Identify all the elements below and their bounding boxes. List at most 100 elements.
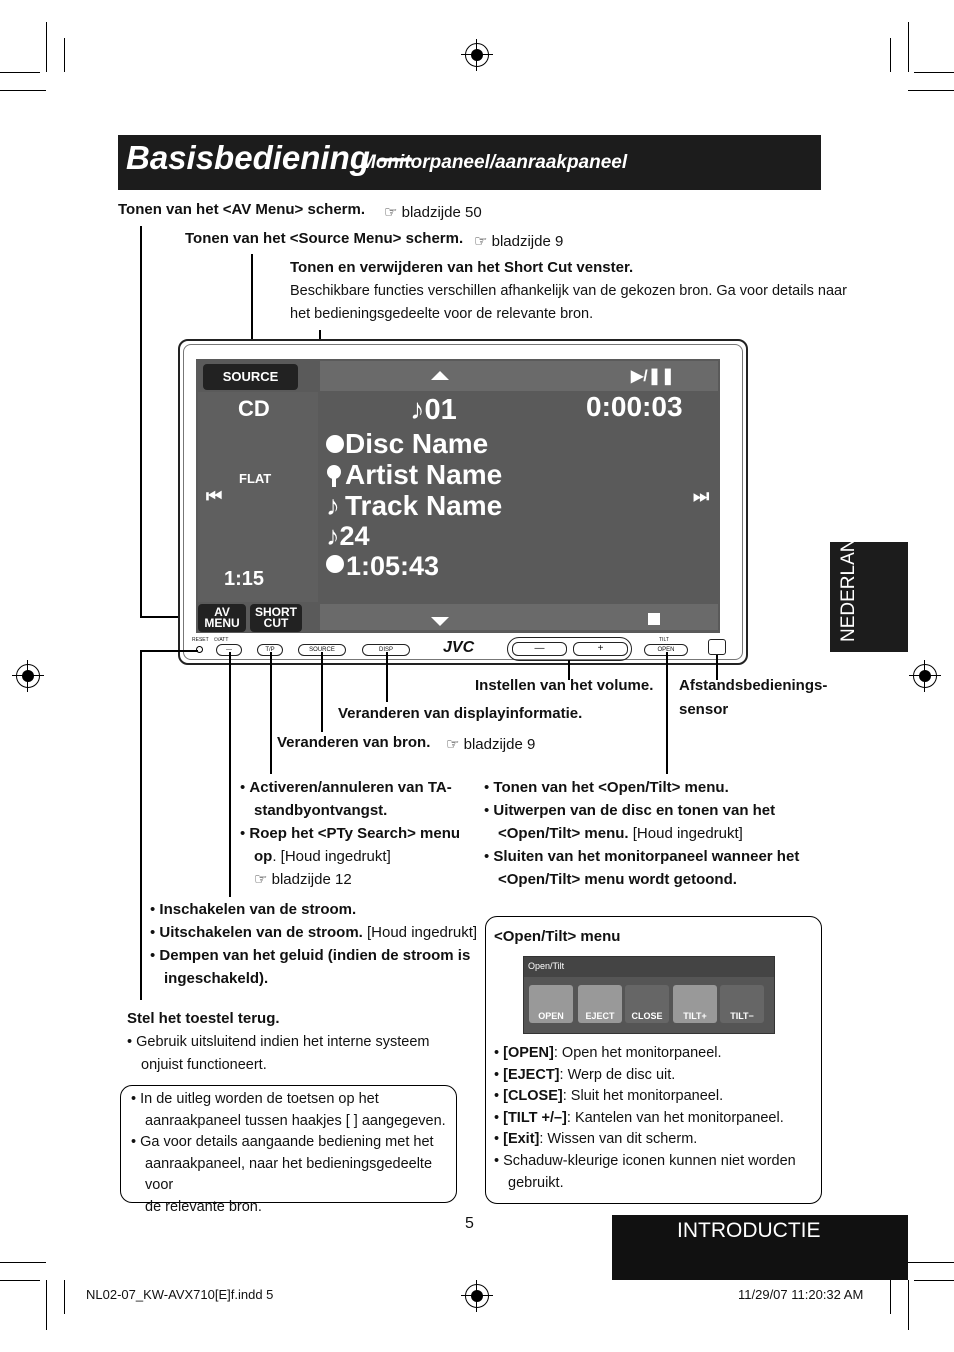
short-cut-label: SHORT	[255, 605, 297, 619]
open-tilt-menu-title: Open/Tilt	[524, 957, 774, 977]
leader-line	[140, 650, 142, 1000]
icon-label: OPEN	[538, 1011, 564, 1021]
crop-mark	[0, 1280, 40, 1281]
reset-button[interactable]	[196, 646, 203, 653]
av-menu-label: MENU	[204, 616, 240, 630]
open-tilt-legend: • [OPEN]: Open het monitorpaneel. • [EJE…	[494, 1043, 814, 1194]
short-cut-button[interactable]: SHORT CUT	[250, 604, 302, 632]
legend-key: [EJECT]	[503, 1066, 560, 1083]
power-item: ingeschakeld).	[164, 970, 269, 987]
callout-remote-sensor: Afstandsbedienings-	[679, 677, 828, 694]
registration-mark-icon	[461, 1280, 493, 1312]
legend-value: : Kantelen van het monitorpaneel.	[566, 1109, 784, 1126]
tp-item: standbyontvangst.	[254, 802, 388, 819]
crop-mark	[64, 1280, 65, 1314]
up-arrow-icon[interactable]	[431, 371, 449, 380]
open-item: Tonen van het <Open/Tilt> menu.	[493, 779, 729, 796]
source-cd-label: CD	[238, 396, 270, 421]
crop-mark	[46, 1280, 47, 1330]
head-unit-bezel	[183, 344, 743, 660]
down-arrow-icon[interactable]	[431, 617, 449, 626]
section-tab-label: INTRODUCTIE	[677, 1219, 821, 1242]
reset-title: Stel het toestel terug.	[127, 1010, 280, 1027]
av-menu-button[interactable]: AV MENU	[198, 604, 246, 632]
power-item: Inschakelen van de stroom.	[159, 901, 357, 918]
reset-label: RESET	[192, 637, 209, 643]
legend-value: : Sluit het monitorpaneel.	[562, 1088, 724, 1105]
page-title: Basisbediening —	[126, 139, 413, 176]
reset-desc: • Gebruik uitsluitend indien het interne…	[127, 1031, 430, 1077]
callout-display: Veranderen van displayinformatie.	[338, 705, 583, 722]
close-icon: CLOSE	[625, 985, 669, 1023]
open-item: <Open/Tilt> menu wordt getoond.	[498, 871, 737, 888]
av-menu-label: AV	[214, 605, 230, 619]
power-function-list: • Inschakelen van de stroom. • Uitschake…	[150, 901, 478, 987]
crop-mark	[46, 22, 47, 72]
leader-line	[386, 652, 388, 702]
tp-ref: ☞ bladzijde 12	[254, 871, 352, 888]
ref-source: ☞ bladzijde 9	[446, 736, 536, 753]
clock-display: 1:15	[224, 568, 265, 590]
reset-desc-line: Gebruik uitsluitend indien het interne s…	[136, 1034, 430, 1050]
legend-key: [TILT +/–]	[503, 1109, 567, 1126]
volume-up-button[interactable]: +	[573, 642, 628, 656]
leader-line	[140, 226, 142, 616]
leader-line	[321, 652, 323, 732]
open-item: Uitwerpen van de disc en tonen van het	[493, 802, 776, 819]
play-pause-icon[interactable]: ▶/❚❚	[631, 368, 675, 385]
leader-line	[251, 254, 253, 364]
note-line: aanraakpaneel tussen haakjes [ ] aangege…	[145, 1112, 446, 1129]
volume-down-button[interactable]: —	[512, 642, 567, 656]
section-tab: INTRODUCTIE	[612, 1215, 908, 1280]
open-tilt-box-title: <Open/Tilt> menu	[494, 928, 621, 945]
tilt-down-icon[interactable]: TILT−	[720, 985, 764, 1023]
open-function-list: • Tonen van het <Open/Tilt> menu. • Uitw…	[484, 779, 800, 888]
open-item: <Open/Tilt> menu.	[498, 825, 629, 842]
note-line: In de uitleg worden de toetsen op het	[140, 1091, 379, 1107]
leader-line	[716, 655, 718, 680]
crop-mark	[914, 1280, 954, 1281]
volume-rocker	[507, 637, 632, 661]
reset-desc-line: onjuist functioneert.	[141, 1057, 267, 1073]
stop-icon[interactable]	[648, 613, 660, 625]
language-tab-label: NEDERLANDS	[838, 512, 859, 642]
leader-line	[140, 650, 198, 652]
crop-mark	[908, 90, 954, 91]
screen-left-panel	[198, 392, 318, 602]
open-tilt-menu-screen: Open/Tilt OPEN EJECT CLOSE TILT+ TILT−	[523, 956, 775, 1034]
callout-shortcut: Tonen en verwijderen van het Short Cut v…	[290, 259, 634, 276]
crop-mark	[908, 1280, 909, 1330]
previous-track-icon[interactable]: ⏮	[206, 486, 223, 506]
track-count: ♪24	[326, 521, 370, 551]
next-track-icon[interactable]: ⏭	[693, 486, 710, 506]
disc-icon	[326, 435, 344, 453]
elapsed-time: 0:00:03	[586, 391, 683, 422]
crop-mark	[64, 38, 65, 72]
power-item-note: [Houd ingedrukt]	[367, 924, 478, 941]
leader-line	[140, 616, 200, 618]
open-icon[interactable]: OPEN	[529, 985, 573, 1023]
footer-file: NL02-07_KW-AVX710[E]f.indd 5	[86, 1287, 274, 1302]
title-bar: Basisbediening — Monitorpaneel/aanraakpa…	[118, 135, 821, 190]
registration-mark-icon	[909, 660, 941, 692]
tilt-up-icon[interactable]: TILT+	[673, 985, 717, 1023]
icon-label: TILT+	[683, 1011, 707, 1021]
legend-key: [Exit]	[503, 1131, 540, 1148]
tp-button[interactable]: T/P	[257, 644, 283, 656]
shortcut-desc: Beschikbare functies verschillen afhanke…	[290, 283, 847, 299]
att-label: ⏻/ATT	[214, 637, 229, 643]
note-line: aanraakpaneel, naar het bedieningsgedeel…	[145, 1155, 433, 1194]
ref-av-menu: ☞ bladzijde 50	[384, 204, 482, 221]
power-item: Uitschakelen van de stroom.	[159, 924, 363, 941]
crop-mark	[908, 1262, 954, 1263]
tp-function-list: • Activeren/annuleren van TA- standbyont…	[240, 776, 475, 891]
source-screen-button[interactable]: SOURCE	[203, 364, 298, 390]
note-line: de relevante bron.	[145, 1198, 262, 1215]
eject-icon[interactable]: EJECT	[578, 985, 622, 1023]
tilt-label: TILT	[659, 637, 669, 643]
legend-note: gebruikt.	[508, 1174, 564, 1191]
icon-label: EJECT	[585, 1011, 615, 1021]
open-item: Sluiten van het monitorpaneel wanneer he…	[493, 848, 800, 865]
leader-line	[568, 660, 570, 680]
power-item: Dempen van het geluid (indien de stroom …	[159, 947, 471, 964]
